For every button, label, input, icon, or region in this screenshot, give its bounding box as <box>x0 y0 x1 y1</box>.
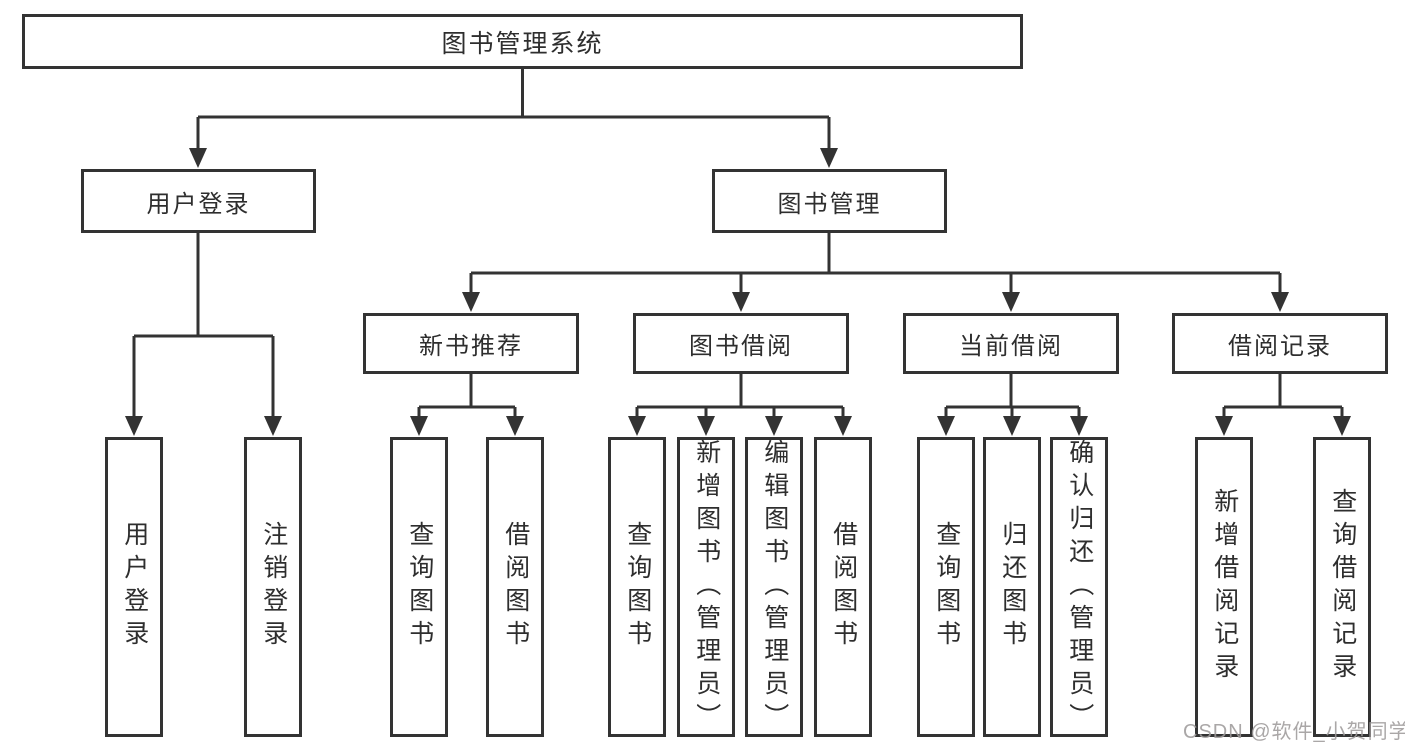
connector-user-login <box>125 233 282 436</box>
leaf-user-login: 用户登录 <box>105 437 163 737</box>
leaf-logout: 注销登录 <box>244 437 302 737</box>
connector-borrowing <box>628 374 852 436</box>
node-borrowing-records: 借阅记录 <box>1172 313 1388 374</box>
leaf-label: 注销登录 <box>259 521 288 653</box>
leaf-label: 归还图书 <box>998 521 1027 653</box>
csdn-watermark: CSDN @软件_小贺同学 <box>1183 721 1405 743</box>
node-label: 图书借阅 <box>689 333 793 360</box>
leaf-label: 查询图书 <box>623 521 652 653</box>
leaf-label: 新增借阅记录 <box>1210 488 1239 686</box>
leaf-query-books: 查询图书 <box>917 437 975 737</box>
node-book-management: 图书管理 <box>712 169 947 233</box>
leaf-query-books: 查询图书 <box>608 437 666 737</box>
node-user-login: 用户登录 <box>81 169 316 233</box>
leaf-query-borrow-record: 查询借阅记录 <box>1313 437 1371 737</box>
leaf-label: 查询借阅记录 <box>1328 488 1357 686</box>
leaf-label: 借阅图书 <box>829 521 858 653</box>
node-book-borrowing: 图书借阅 <box>633 313 849 374</box>
leaf-label: 新增图书（管理员） <box>692 438 721 736</box>
leaf-label: 借阅图书 <box>501 521 530 653</box>
node-current-borrowing: 当前借阅 <box>903 313 1119 374</box>
leaf-borrow-books: 借阅图书 <box>814 437 872 737</box>
node-label: 图书管理 <box>777 190 882 218</box>
node-label: 当前借阅 <box>959 333 1063 360</box>
leaf-add-borrow-record: 新增借阅记录 <box>1195 437 1253 737</box>
connector-book-management <box>462 233 1289 312</box>
connector-new-book <box>410 374 524 436</box>
connector-root <box>189 69 838 168</box>
leaf-label: 编辑图书（管理员） <box>760 438 789 736</box>
leaf-return-books: 归还图书 <box>983 437 1041 737</box>
node-label: 用户登录 <box>146 190 251 218</box>
node-library-management-system: 图书管理系统 <box>22 14 1023 69</box>
node-label: 新书推荐 <box>419 333 523 360</box>
leaf-edit-books-admin: 编辑图书（管理员） <box>745 437 803 737</box>
node-label: 借阅记录 <box>1228 333 1332 360</box>
leaf-label: 查询图书 <box>405 521 434 653</box>
node-label: 图书管理系统 <box>441 29 604 58</box>
leaf-confirm-return-admin: 确认归还（管理员） <box>1050 437 1108 737</box>
leaf-label: 用户登录 <box>120 521 149 653</box>
connector-records <box>1215 374 1351 436</box>
leaf-borrow-books: 借阅图书 <box>486 437 544 737</box>
connector-current <box>937 374 1088 436</box>
leaf-query-books: 查询图书 <box>390 437 448 737</box>
leaf-label: 确认归还（管理员） <box>1065 438 1094 736</box>
leaf-label: 查询图书 <box>932 521 961 653</box>
leaf-add-books-admin: 新增图书（管理员） <box>677 437 735 737</box>
node-new-book-recommend: 新书推荐 <box>363 313 579 374</box>
